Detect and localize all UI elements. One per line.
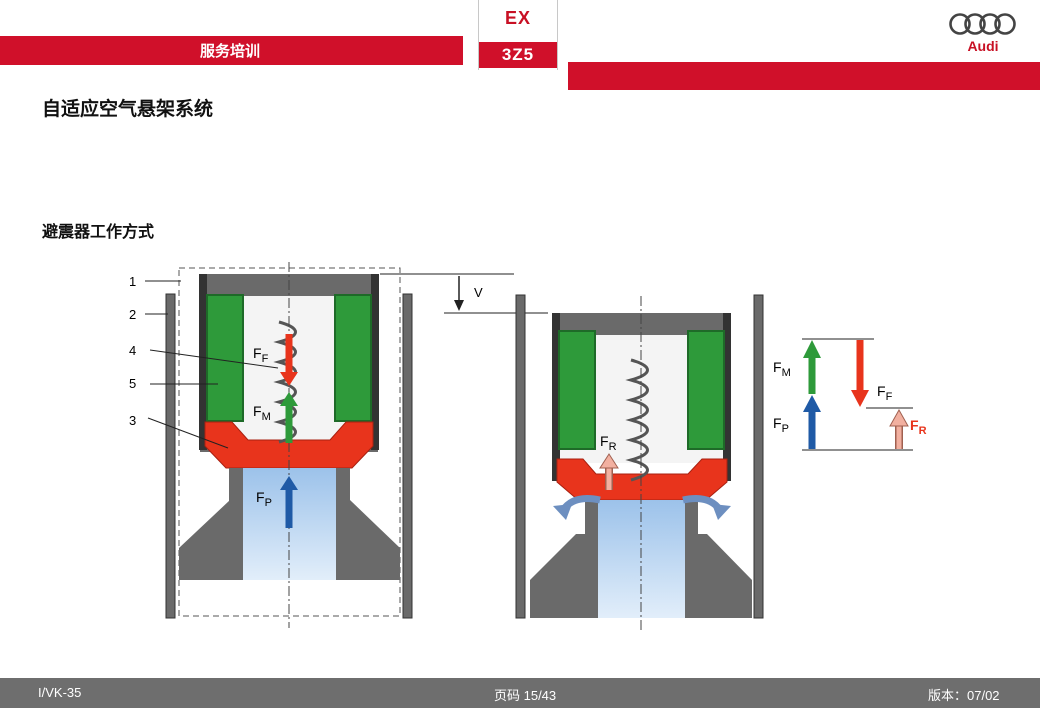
footer-course-code: I/VK-35 (38, 685, 82, 700)
right-housing-left (530, 534, 586, 618)
balance-fr-arrow (889, 408, 909, 427)
footer-page-number: 页码 15/43 (494, 688, 557, 703)
left-outer-tube-right (402, 293, 413, 619)
left-label-fp: FP (256, 489, 272, 509)
left-shock-assembly: FF FM FP (165, 262, 413, 628)
left-bellow-right (334, 294, 372, 422)
left-ff-arrow-head (280, 372, 298, 386)
right-bellow-right (687, 330, 725, 450)
shock-absorber-diagram: FF FM FP 1 2 4 5 3 V (129, 262, 927, 630)
callout-3: 3 (129, 413, 136, 428)
callout-2: 2 (129, 307, 136, 322)
left-spring (273, 320, 297, 444)
footer-bar: I/VK-35 页码 15/43 版本：07/02 (0, 678, 1040, 708)
force-balance-diagram: FM FP FF FR (773, 338, 927, 451)
left-housing-col-left (229, 468, 243, 580)
left-fm-arrow-head (280, 392, 298, 406)
right-label-fr: FR (600, 433, 617, 453)
right-wall-right-dark (723, 313, 731, 481)
header-bar-left (0, 36, 463, 65)
right-housing-col-left (585, 500, 598, 618)
section-subtitle: 避震器工作方式 (42, 222, 155, 241)
section-label: 服务培训 (200, 42, 261, 60)
footer-version: 版本：07/02 (928, 688, 1000, 703)
balance-label-ff: FF (877, 383, 893, 403)
left-housing-left (179, 500, 243, 580)
left-housing-col-right (336, 468, 350, 580)
right-wall-left-dark (552, 313, 560, 481)
callout-1: 1 (129, 274, 136, 289)
travel-label: V (474, 285, 483, 300)
right-outer-tube-left (515, 294, 526, 619)
right-red-piston (556, 458, 728, 501)
right-housing-right (697, 534, 752, 618)
page-title: 自适应空气悬架系统 (42, 98, 214, 120)
left-bellow-left (206, 294, 244, 422)
header-bar-right (568, 62, 1040, 90)
module-code-top: EX (504, 8, 531, 28)
balance-label-fp: FP (773, 415, 789, 435)
left-fp-arrow-head (280, 476, 298, 490)
balance-fp-arrow (803, 395, 821, 412)
balance-label-fm: FM (773, 359, 791, 379)
module-code-box: EX 3Z5 (478, 0, 558, 70)
callout-5: 5 (129, 376, 136, 391)
right-shock-assembly: FR (515, 294, 764, 630)
right-spring (625, 358, 649, 482)
right-fr-arrow (599, 453, 619, 469)
audi-logo: Audi (946, 10, 1020, 56)
callout-4: 4 (129, 343, 136, 358)
left-label-ff: FF (253, 345, 269, 365)
left-housing-right (336, 500, 400, 580)
left-outer-tube-left (165, 293, 176, 619)
right-housing-col-right (685, 500, 698, 618)
left-label-fm: FM (253, 403, 271, 423)
balance-ff-arrow (851, 390, 869, 407)
right-bellow-left (558, 330, 596, 450)
callouts: 1 2 4 5 3 (129, 274, 279, 449)
module-code-bottom: 3Z5 (479, 42, 557, 68)
balance-fm-arrow (803, 340, 821, 358)
balance-label-fr: FR (910, 417, 927, 437)
left-wall-left-dark (199, 274, 207, 450)
right-outer-tube-right (753, 294, 764, 619)
left-wall-right-dark (371, 274, 379, 450)
travel-indicator: V (380, 273, 548, 314)
audi-logo-text: Audi (967, 38, 999, 54)
audi-rings-icon (949, 13, 1016, 35)
